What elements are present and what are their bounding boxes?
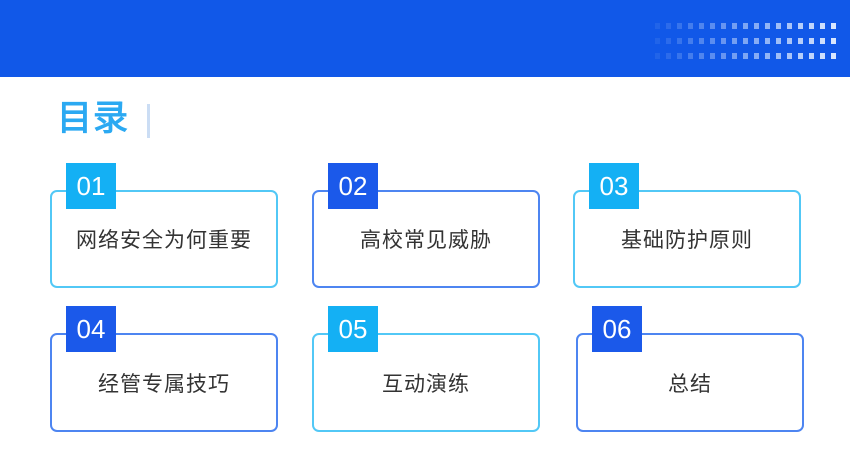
toc-card-6: 06 总结 — [576, 306, 804, 432]
toc-card-2: 02 高校常见威胁 — [312, 163, 540, 288]
toc-card-4-number-badge: 04 — [66, 306, 116, 352]
toc-card-2-label: 高校常见威胁 — [360, 229, 492, 252]
toc-card-4: 04 经管专属技巧 — [50, 306, 278, 432]
toc-card-3-label: 基础防护原则 — [621, 229, 753, 252]
dot-row — [655, 23, 836, 29]
toc-card-2-number-badge: 02 — [328, 163, 378, 209]
toc-card-1-number-badge: 01 — [66, 163, 116, 209]
toc-card-3-number-badge: 03 — [589, 163, 639, 209]
dot-row — [655, 53, 836, 59]
toc-card-5-number-badge: 05 — [328, 306, 378, 352]
page-title: 目录 — [57, 99, 130, 138]
title-row: 目录 — [57, 96, 129, 142]
toc-card-6-number-badge: 06 — [592, 306, 642, 352]
toc-card-5-label: 互动演练 — [382, 372, 470, 396]
dot-grid-decoration — [655, 23, 836, 59]
toc-card-4-label: 经管专属技巧 — [98, 372, 230, 396]
toc-card-1: 01 网络安全为何重要 — [50, 163, 278, 288]
toc-card-3: 03 基础防护原则 — [573, 163, 801, 288]
title-divider — [147, 104, 150, 138]
toc-card-5: 05 互动演练 — [312, 306, 540, 432]
header-bar — [0, 0, 850, 77]
toc-card-6-label: 总结 — [668, 372, 712, 396]
toc-card-1-label: 网络安全为何重要 — [76, 229, 252, 252]
dot-row — [655, 38, 836, 44]
